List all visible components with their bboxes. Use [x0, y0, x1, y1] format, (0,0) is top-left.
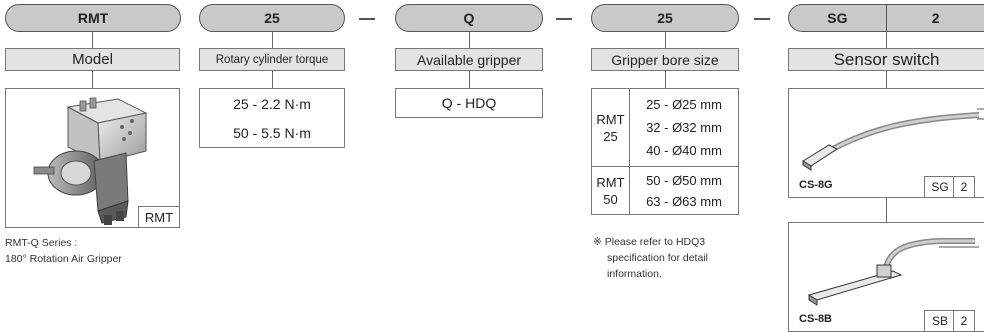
sensor-model-label: CS-8G — [799, 179, 833, 191]
model-image-tag: RMT — [138, 206, 180, 228]
torque-option: 50 - 5.5 N·m — [233, 125, 311, 141]
code-pill-torque: 25 — [199, 4, 345, 32]
sensor-qty: 2 — [953, 176, 975, 198]
model-header: Model — [5, 48, 180, 71]
bore-note: ※ Please refer to HDQ3 specification for… — [593, 236, 708, 280]
separator-dash — [556, 18, 572, 20]
bore-size: 32 - Ø32 mm — [646, 120, 722, 135]
bore-group-rmt25: RMT 25 25 - Ø25 mm 32 - Ø32 mm 40 - Ø40 … — [592, 89, 738, 167]
connector-line — [886, 71, 887, 88]
sensor-header: Sensor switch — [788, 48, 984, 71]
connector-line — [272, 32, 273, 48]
bore-group-label: RMT 25 — [592, 89, 630, 166]
separator-dash — [754, 18, 770, 20]
gripper-header: Available gripper — [395, 48, 543, 71]
connector-line — [272, 71, 273, 88]
separator-dash — [359, 18, 375, 20]
bore-size: 40 - Ø40 mm — [646, 143, 722, 158]
torque-options: 25 - 2.2 N·m 50 - 5.5 N·m — [199, 88, 345, 148]
rotary-gripper-illustration — [33, 97, 148, 225]
connector-line — [886, 32, 887, 48]
bore-size: 50 - Ø50 mm — [646, 173, 722, 188]
bore-size: 63 - Ø63 mm — [646, 194, 722, 209]
connector-line — [665, 71, 666, 88]
sensor-item-cs8b: CS-8B SB 2 — [788, 222, 984, 332]
bore-group-label: RMT 50 — [592, 167, 630, 215]
sensor-cs8b-illustration — [807, 238, 979, 306]
pill-divider — [885, 4, 888, 32]
sensor-item-cs8g: CS-8G SG 2 — [788, 88, 984, 198]
sensor-qty: 2 — [953, 310, 975, 332]
sensor-cs8g-illustration — [802, 108, 984, 171]
bore-header: Gripper bore size — [591, 48, 739, 71]
code-pill-model: RMT — [5, 4, 181, 32]
torque-header: Rotary cylinder torque — [199, 48, 345, 71]
model-image-frame: RMT — [5, 88, 180, 228]
code-pill-bore: 25 — [591, 4, 739, 32]
bore-group-rmt50: RMT 50 50 - Ø50 mm 63 - Ø63 mm — [592, 167, 738, 215]
bore-size: 25 - Ø25 mm — [646, 97, 722, 112]
connector-line — [665, 32, 666, 48]
model-note: RMT-Q Series : 180° Rotation Air Gripper — [5, 237, 122, 265]
connector-line — [469, 71, 470, 88]
sensor-code: SB — [924, 310, 956, 332]
sensor-code: SG — [924, 176, 956, 198]
code-pill-gripper: Q — [395, 4, 543, 32]
connector-line — [92, 32, 93, 48]
note-mark: ※ — [593, 236, 602, 248]
torque-option: 25 - 2.2 N·m — [233, 96, 311, 112]
connector-line — [886, 198, 887, 222]
code-pill-sensor: SG 2 — [788, 4, 984, 32]
sensor-model-label: CS-8B — [799, 313, 833, 325]
connector-line — [469, 32, 470, 48]
gripper-option: Q - HDQ — [395, 88, 543, 118]
connector-line — [92, 71, 93, 88]
bore-table: RMT 25 25 - Ø25 mm 32 - Ø32 mm 40 - Ø40 … — [591, 88, 739, 215]
